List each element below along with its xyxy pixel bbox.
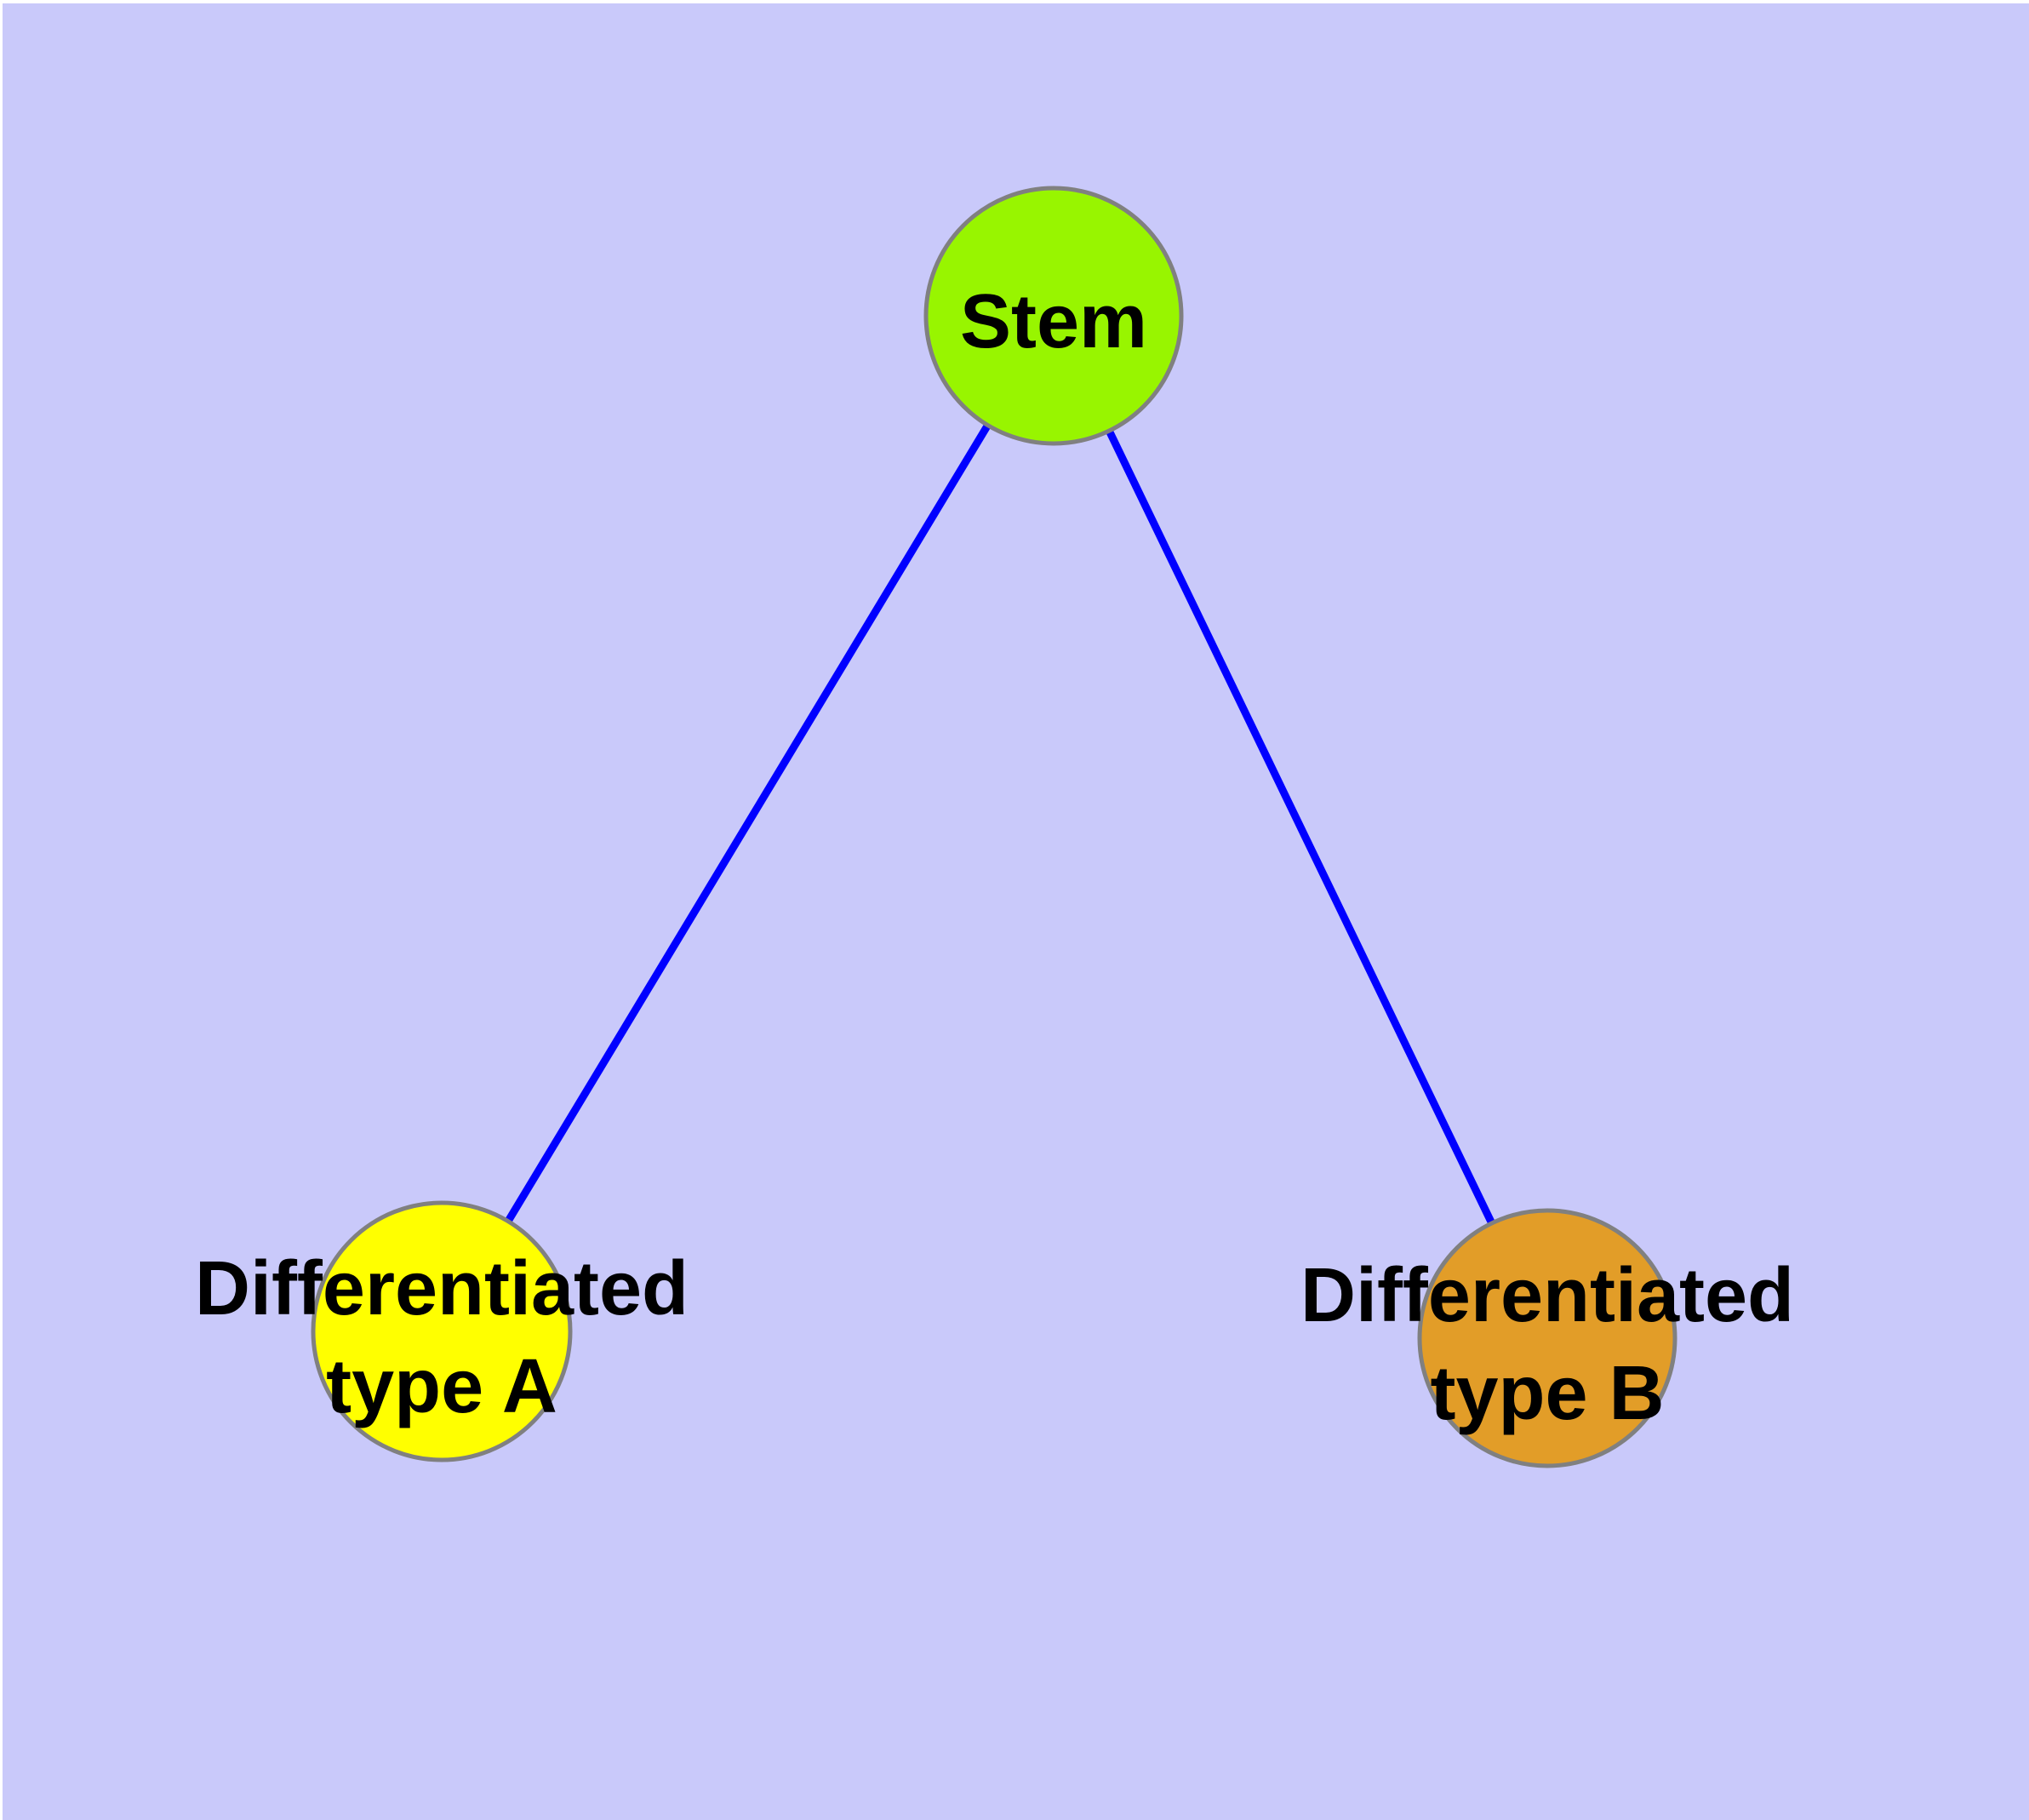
node-diff-a-circle <box>311 1200 573 1462</box>
node-diff-a-label-line-0: Differentiated <box>195 1246 689 1331</box>
edge-stem-diff-a <box>438 313 1057 1334</box>
node-diff-b-label-line-0: Differentiated <box>1300 1253 1794 1338</box>
node-diff-b-label: Differentiated type B <box>1300 1253 1794 1436</box>
node-stem-label: Stem <box>960 279 1147 364</box>
node-diff-b-label-line-1: type B <box>1430 1351 1664 1436</box>
edge-stem-diff-b <box>1049 314 1552 1340</box>
node-stem-circle <box>923 186 1184 446</box>
node-diff-a-label-line-1: type A <box>326 1344 557 1429</box>
node-stem-label-line-0: Stem <box>960 279 1147 364</box>
node-diff-a-label: Differentiated type A <box>195 1246 689 1429</box>
node-diff-b-circle <box>1417 1208 1677 1468</box>
